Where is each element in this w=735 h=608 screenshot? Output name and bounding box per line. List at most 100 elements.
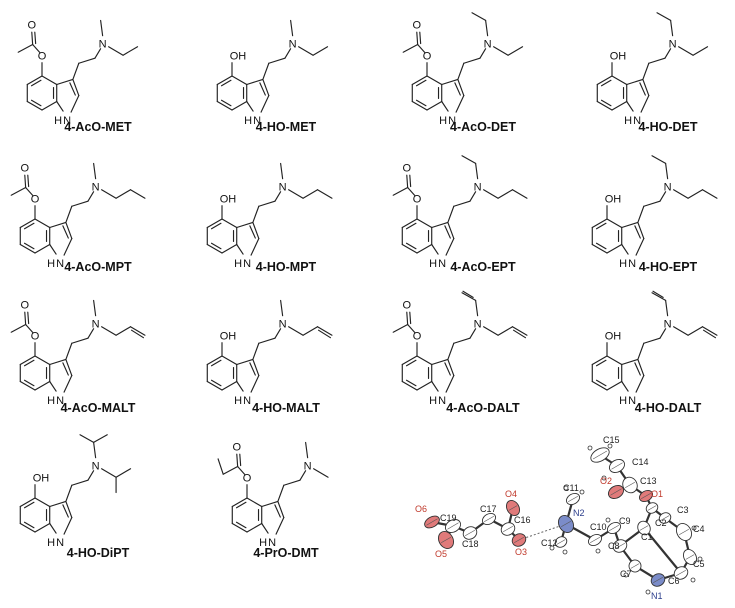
ester-oxygen: O <box>413 331 422 343</box>
ring-bond <box>49 243 57 255</box>
xray-label-c5: C5 <box>693 559 705 569</box>
ester-bond <box>32 43 41 54</box>
substituent-bond <box>101 326 117 336</box>
ring-bond <box>596 75 613 86</box>
ring-bond <box>63 516 73 535</box>
ring-bond <box>401 355 418 366</box>
ring-bond <box>441 78 459 86</box>
ring-bond <box>65 221 73 240</box>
xray-label-c19: C19 <box>440 513 457 523</box>
double-bond <box>652 290 664 298</box>
xray-label-c11: C11 <box>563 483 579 493</box>
double-bond <box>634 225 641 239</box>
ring-bond <box>621 221 639 229</box>
chain-bond <box>469 191 477 202</box>
xray-label-o5: O5 <box>435 549 447 559</box>
ring-bond <box>445 374 455 393</box>
double-bond <box>600 79 612 87</box>
ring-bond <box>606 380 623 391</box>
substituent-bond <box>493 46 509 56</box>
ring-bond <box>49 522 57 534</box>
chain-bond <box>463 57 481 64</box>
indole-h-atom: H <box>54 115 62 127</box>
substituent-bond <box>678 46 694 56</box>
ring-bond <box>246 497 263 508</box>
ring-bond <box>63 374 73 393</box>
xray-label-c3: C3 <box>677 505 689 515</box>
ring-bond <box>275 516 285 535</box>
indole-n-atom: N <box>268 537 276 549</box>
substituent-bond <box>701 189 718 199</box>
ring-bond <box>72 78 80 97</box>
chain-bond <box>643 337 661 344</box>
carbonyl-bond <box>416 31 419 46</box>
xray-label-c7: C7 <box>620 569 632 579</box>
ring-bond <box>260 94 270 113</box>
amine-n-atom: N <box>99 39 107 51</box>
acyl-bond <box>217 458 224 475</box>
double-bond <box>210 379 222 387</box>
acyl-bond <box>17 43 34 53</box>
carbonyl-oxygen: O <box>403 299 412 311</box>
double-bond <box>235 521 247 529</box>
ring-bond <box>19 218 36 229</box>
carbonyl-double-bond <box>419 31 422 45</box>
hydrogen-atom <box>562 549 568 555</box>
ring-bond <box>441 100 449 112</box>
substituent-bond <box>701 326 718 336</box>
substituent-bond <box>305 441 309 459</box>
molecule-name-1: 4-AcO-MET <box>64 120 132 134</box>
indole-n-atom: N <box>628 395 636 407</box>
carbonyl-bond <box>31 31 34 46</box>
ring-bond <box>49 500 67 508</box>
ring-bond <box>41 75 58 86</box>
substituent-bond <box>93 434 108 443</box>
ring-bond <box>447 358 455 377</box>
ring-bond <box>231 100 248 111</box>
hydrogen-atom <box>563 485 569 491</box>
substituent-bond <box>651 292 667 301</box>
substituent-bond <box>651 155 667 164</box>
ring-bond <box>262 78 270 97</box>
ring-bond <box>26 100 43 111</box>
molecule-name-11: 4-AcO-DALT <box>446 401 520 415</box>
carbonyl-bond <box>24 311 27 326</box>
hydrogen-atom <box>645 589 651 595</box>
double-bond <box>274 504 281 518</box>
substituent-bond <box>483 326 499 336</box>
carbonyl-oxygen: O <box>403 162 412 174</box>
ring-bond <box>606 355 623 366</box>
ester-oxygen: O <box>31 194 40 206</box>
substituent-bond <box>280 162 284 180</box>
substituent-bond <box>665 299 669 317</box>
carbonyl-double-bond <box>239 453 242 467</box>
amine-n-atom: N <box>92 461 100 473</box>
ring-bond <box>65 358 73 377</box>
ring-bond <box>261 522 269 534</box>
ring-bond <box>401 218 418 229</box>
double-bond <box>405 379 417 387</box>
chain-bond <box>453 337 471 344</box>
ester-bond <box>407 186 416 197</box>
double-bond <box>235 501 247 509</box>
chain-bond <box>469 328 477 339</box>
ester-oxygen: O <box>31 331 40 343</box>
xray-label-c10: C10 <box>590 522 607 532</box>
double-bond <box>405 222 417 230</box>
chain-bond <box>643 200 661 207</box>
substituent-bond <box>129 326 146 336</box>
substituent-bond <box>656 12 672 21</box>
substituent-bond <box>312 46 329 56</box>
double-bond <box>23 359 35 367</box>
ring-bond <box>431 221 449 229</box>
chain-bond <box>447 205 455 223</box>
ring-bond <box>626 100 634 112</box>
ring-bond <box>261 500 279 508</box>
substituent-bond <box>461 292 477 301</box>
ring-bond <box>250 374 260 393</box>
indole-n-atom: N <box>56 395 64 407</box>
ring-bond <box>591 218 608 229</box>
